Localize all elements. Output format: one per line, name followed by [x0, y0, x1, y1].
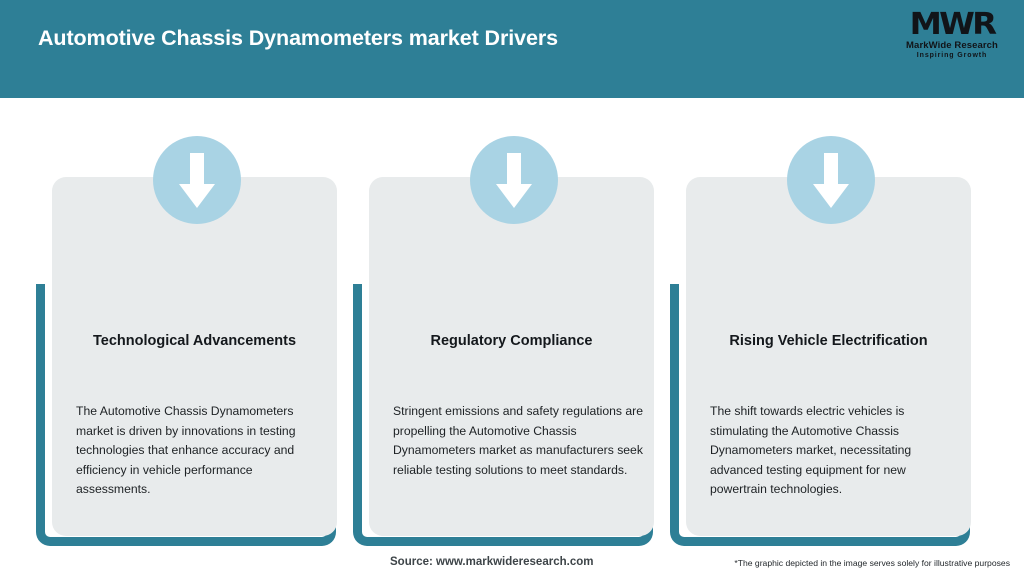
- down-arrow-icon: [153, 136, 241, 224]
- down-arrow-glyph: [813, 153, 849, 208]
- card-body-text: The Automotive Chassis Dynamometers mark…: [76, 404, 296, 496]
- down-arrow-glyph: [496, 153, 532, 208]
- card-title: Regulatory Compliance: [430, 333, 593, 349]
- card-title: Rising Vehicle Electrification: [729, 333, 928, 349]
- logo-tagline: Inspiring Growth: [916, 52, 988, 59]
- driver-card-2: Regulatory Compliance Stringent emission…: [353, 98, 654, 546]
- card-panel: Rising Vehicle Electrification The shift…: [686, 177, 971, 536]
- down-arrow-icon: [787, 136, 875, 224]
- driver-cards-container: Technological Advancements The Automotiv…: [0, 98, 1024, 546]
- source-label: Source: www.markwideresearch.com: [390, 556, 594, 568]
- disclaimer-label: *The graphic depicted in the image serve…: [734, 558, 1010, 568]
- logo-monogram: MWR: [909, 7, 998, 42]
- page-title: Automotive Chassis Dynamometers market D…: [38, 26, 558, 50]
- driver-card-3: Rising Vehicle Electrification The shift…: [670, 98, 971, 546]
- card-panel: Regulatory Compliance Stringent emission…: [369, 177, 654, 536]
- card-body-text: The shift towards electric vehicles is s…: [710, 404, 912, 496]
- header-bar: Automotive Chassis Dynamometers market D…: [0, 0, 1024, 98]
- brand-logo: MWR MarkWide Research Inspiring Growth: [894, 10, 1010, 68]
- card-panel: Technological Advancements The Automotiv…: [52, 177, 337, 536]
- logo-company-name: MarkWide Research: [906, 40, 998, 51]
- driver-card-1: Technological Advancements The Automotiv…: [36, 98, 337, 546]
- card-title: Technological Advancements: [92, 333, 297, 349]
- down-arrow-icon: [470, 136, 558, 224]
- card-body-text: Stringent emissions and safety regulatio…: [393, 404, 643, 477]
- down-arrow-glyph: [179, 153, 215, 208]
